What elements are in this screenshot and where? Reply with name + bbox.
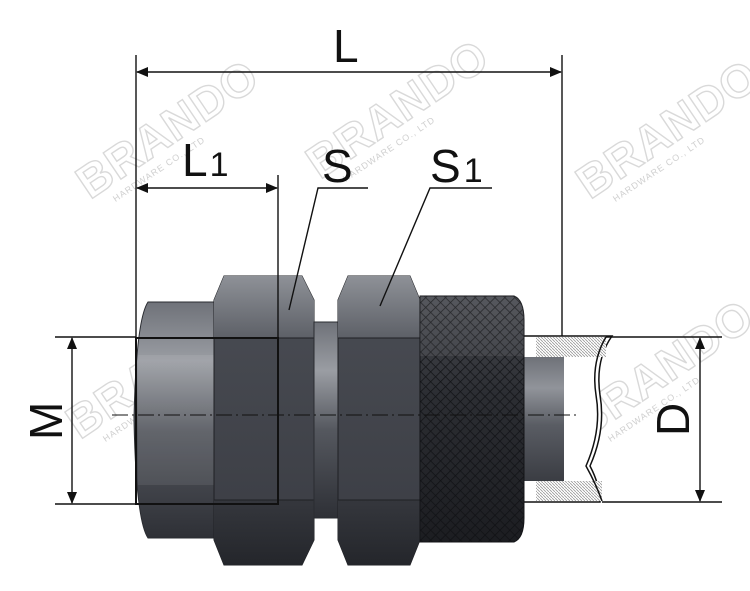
leader-s: S	[288, 140, 368, 311]
label-d: D	[647, 403, 699, 436]
threaded-body	[133, 301, 216, 539]
extension-lines	[55, 55, 722, 505]
label-l: L	[333, 20, 359, 72]
hex-nut-s1	[337, 275, 421, 566]
dimension-m: M	[20, 337, 77, 504]
dimension-l: L	[136, 20, 562, 77]
watermark-brand: BRANDO	[67, 49, 268, 208]
label-s: S	[322, 140, 353, 192]
label-l1: L1	[182, 134, 229, 186]
hex-nut-s	[213, 275, 315, 566]
dimension-d: D	[647, 337, 705, 502]
fitting	[133, 275, 525, 566]
hose-wall-bottom	[536, 481, 602, 501]
label-s1: S1	[430, 140, 483, 192]
hose-wall-top	[536, 337, 606, 357]
dimension-l1: L1	[136, 134, 278, 193]
hose	[514, 335, 614, 503]
watermark-brand: BRANDO	[567, 49, 750, 208]
coupling-neck	[313, 321, 341, 519]
knurled-sleeve	[419, 295, 525, 543]
thread-length-box	[135, 337, 279, 505]
leader-s1: S1	[379, 140, 492, 307]
label-m: M	[20, 402, 72, 440]
